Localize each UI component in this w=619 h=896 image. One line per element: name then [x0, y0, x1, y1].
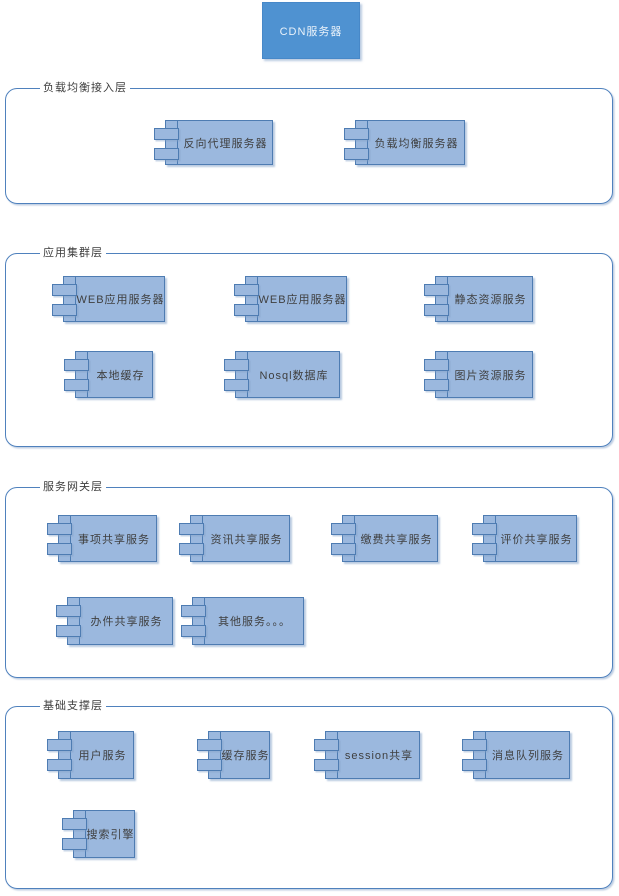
component-tab-icon	[197, 739, 222, 751]
component-tab-icon	[234, 284, 259, 296]
component-tab-icon	[344, 128, 369, 140]
component-node[interactable]: 资讯共享服务	[179, 515, 290, 562]
component-tab-icon	[154, 128, 179, 140]
component-node[interactable]: 本地缓存	[64, 351, 153, 398]
component-label: 静态资源服务	[454, 294, 527, 306]
component-node[interactable]: session共享	[314, 731, 420, 779]
component-label: WEB应用服务器	[258, 294, 347, 306]
component-label: 办件共享服务	[90, 616, 163, 628]
component-node[interactable]: 负载均衡服务器	[344, 120, 465, 165]
component-tab-icon	[179, 523, 204, 535]
component-tab-icon	[47, 759, 72, 771]
component-tab-icon	[462, 759, 487, 771]
component-node[interactable]: 事项共享服务	[47, 515, 157, 562]
component-label: 反向代理服务器	[183, 137, 268, 150]
component-tab-icon	[314, 759, 339, 771]
component-node[interactable]: 办件共享服务	[56, 597, 173, 645]
layer-label: 基础支撑层	[40, 699, 106, 714]
layer-container-2[interactable]: 应用集群层	[5, 246, 613, 447]
component-tab-icon	[52, 284, 77, 296]
cdn-server-node[interactable]: CDN服务器	[262, 2, 360, 59]
component-tab-icon	[181, 625, 206, 637]
component-tab-icon	[56, 625, 81, 637]
component-tab-icon	[179, 543, 204, 555]
component-label: 本地缓存	[96, 369, 145, 382]
component-tab-icon	[181, 605, 206, 617]
component-tab-icon	[64, 359, 89, 371]
component-label: 用户服务	[78, 750, 127, 762]
component-node[interactable]: 其他服务。。。	[181, 597, 304, 645]
component-label: 其他服务。。。	[218, 616, 291, 628]
component-tab-icon	[47, 739, 72, 751]
layer-container-1[interactable]: 负载均衡接入层	[5, 81, 613, 204]
component-label: 负载均衡服务器	[374, 137, 459, 150]
component-node[interactable]: 静态资源服务	[424, 276, 533, 322]
component-tab-icon	[344, 148, 369, 160]
component-node[interactable]: 用户服务	[47, 731, 134, 779]
component-node[interactable]: 评价共享服务	[472, 515, 577, 562]
component-node[interactable]: 图片资源服务	[424, 351, 533, 398]
component-label: 事项共享服务	[78, 533, 150, 546]
component-tab-icon	[197, 759, 222, 771]
component-node[interactable]: Nosql数据库	[224, 351, 340, 398]
layer-label: 负载均衡接入层	[40, 81, 130, 96]
component-tab-icon	[62, 818, 87, 830]
component-tab-icon	[472, 543, 497, 555]
component-label: 图片资源服务	[454, 369, 527, 382]
component-tab-icon	[64, 379, 89, 391]
component-node[interactable]: 缓存服务	[197, 731, 270, 779]
component-node[interactable]: 消息队列服务	[462, 731, 570, 779]
component-tab-icon	[424, 379, 449, 391]
component-tab-icon	[424, 304, 449, 316]
component-tab-icon	[224, 379, 249, 391]
component-label: session共享	[344, 750, 414, 762]
component-tab-icon	[314, 739, 339, 751]
layer-label: 服务网关层	[40, 480, 106, 495]
component-label: 搜索引擎	[86, 829, 135, 841]
component-node[interactable]: WEB应用服务器	[52, 276, 165, 322]
component-label: WEB应用服务器	[76, 294, 165, 306]
component-tab-icon	[47, 543, 72, 555]
component-tab-icon	[424, 359, 449, 371]
component-tab-icon	[47, 523, 72, 535]
component-node[interactable]: 搜索引擎	[62, 810, 135, 858]
component-tab-icon	[56, 605, 81, 617]
component-node[interactable]: 缴费共享服务	[331, 515, 438, 562]
component-label: 资讯共享服务	[210, 533, 283, 546]
component-tab-icon	[462, 739, 487, 751]
component-label: 缴费共享服务	[360, 533, 433, 546]
cdn-server-label: CDN服务器	[279, 25, 343, 38]
component-tab-icon	[62, 838, 87, 850]
component-tab-icon	[224, 359, 249, 371]
component-label: Nosql数据库	[259, 369, 329, 382]
component-tab-icon	[424, 284, 449, 296]
component-tab-icon	[331, 543, 356, 555]
component-label: 缓存服务	[221, 750, 270, 762]
component-label: 消息队列服务	[492, 750, 564, 762]
component-tab-icon	[331, 523, 356, 535]
component-tab-icon	[52, 304, 77, 316]
component-node[interactable]: WEB应用服务器	[234, 276, 347, 322]
layer-container-4[interactable]: 基础支撑层	[5, 699, 613, 889]
component-label: 评价共享服务	[500, 533, 573, 546]
component-tab-icon	[154, 148, 179, 160]
component-node[interactable]: 反向代理服务器	[154, 120, 273, 165]
layer-container-3[interactable]: 服务网关层	[5, 480, 613, 678]
layer-label: 应用集群层	[40, 246, 106, 261]
component-tab-icon	[234, 304, 259, 316]
component-tab-icon	[472, 523, 497, 535]
